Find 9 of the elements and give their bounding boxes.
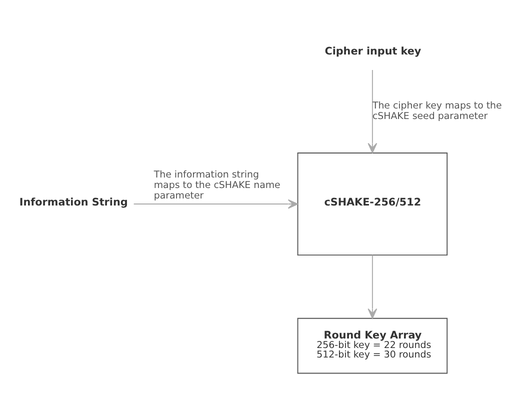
node-text: Information String: [19, 196, 128, 208]
arrow: [368, 254, 378, 318]
arrow: [133, 198, 298, 208]
edge-label: The cipher key maps to the cSHAKE seed parameter: [372, 100, 502, 122]
node-box: Round Key Array 256-bit key = 22 rounds 512-bit key = 30 rounds: [297, 317, 448, 374]
arrow: [368, 69, 378, 153]
edge-label: The information string maps to the cSHAKE name parameter: [154, 169, 280, 201]
node-box: cSHAKE-256/512: [297, 152, 448, 256]
node-text: Cipher input key: [324, 44, 422, 57]
